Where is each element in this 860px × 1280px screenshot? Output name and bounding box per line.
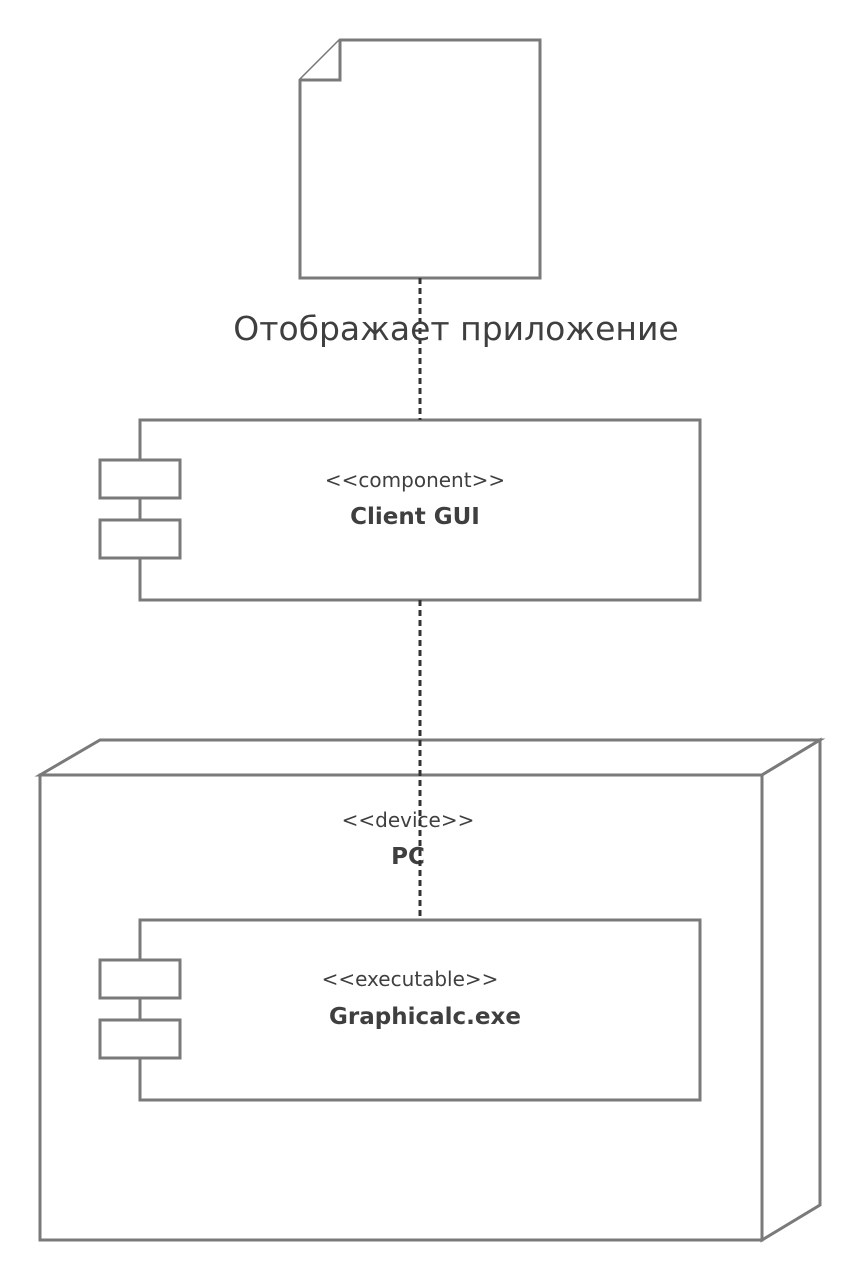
client-gui-component-body: [138, 418, 702, 602]
document-artifact-folded-corner: [300, 40, 342, 82]
client-gui-component-stereotype: <<component>>: [325, 468, 505, 492]
document-artifact[interactable]: [298, 38, 542, 280]
executable-component-port-bottom: [98, 1018, 182, 1060]
device-node-side-face: [760, 737, 822, 1243]
executable-component-stereotype: <<executable>>: [322, 967, 499, 991]
executable-component[interactable]: <<executable>> Graphicalc.exe: [98, 918, 702, 1102]
executable-component-name: Graphicalc.exe: [329, 1004, 521, 1030]
client-gui-component-name: Client GUI: [350, 504, 480, 530]
client-gui-component-port-bottom: [98, 518, 182, 560]
device-node-name: PC: [391, 844, 425, 870]
executable-component-port-top: [98, 958, 182, 1000]
executable-component-body: [138, 918, 702, 1102]
client-gui-component[interactable]: <<component>> Client GUI: [98, 418, 702, 602]
connector-label: Отображает приложение: [233, 309, 678, 348]
device-node-top-face: [34, 738, 826, 777]
device-node-stereotype: <<device>>: [342, 808, 475, 832]
client-gui-component-port-top: [98, 458, 182, 500]
